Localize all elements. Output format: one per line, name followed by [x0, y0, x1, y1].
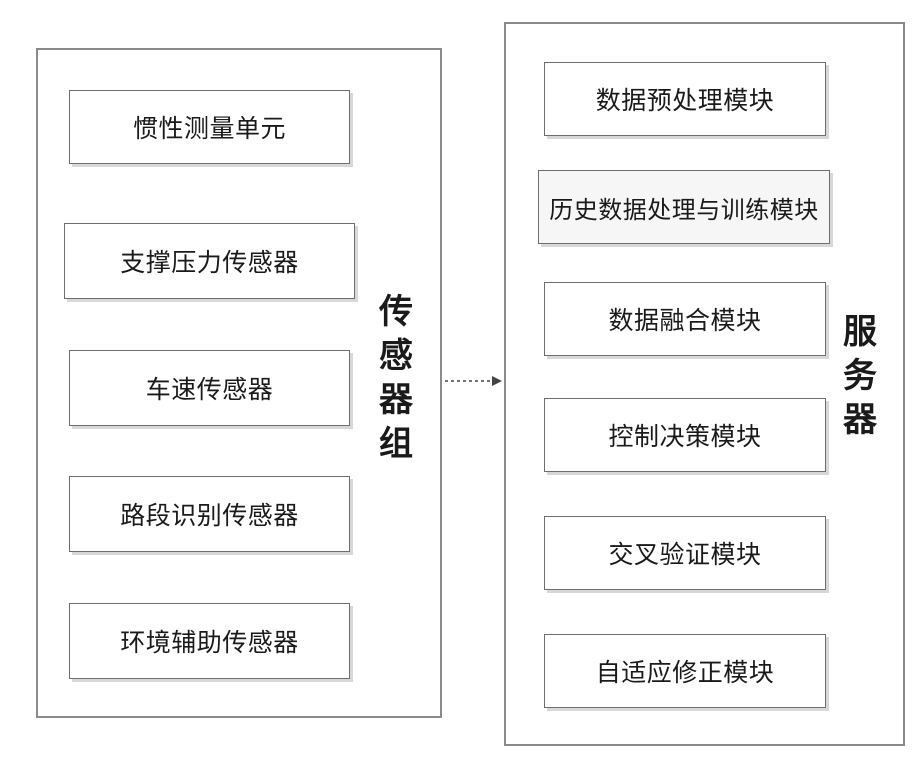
sensor-group-label-char: 传 [374, 290, 418, 334]
arrow-head-icon [492, 376, 502, 386]
sensor-group-label-char: 器 [374, 378, 418, 422]
server-control-decision-module: 控制决策模块 [544, 398, 826, 472]
sensor-environment-auxiliary: 环境辅助传感器 [69, 603, 350, 679]
server-adaptive-correction-module: 自适应修正模块 [544, 634, 826, 708]
sensor-inertial-measurement-unit: 惯性测量单元 [69, 90, 350, 164]
server-data-fusion-module: 数据融合模块 [544, 282, 826, 356]
sensor-group-label-char: 感 [374, 334, 418, 378]
sensor-vehicle-speed: 车速传感器 [69, 350, 350, 426]
sensor-road-segment-recognition: 路段识别传感器 [69, 476, 350, 552]
sensor-support-pressure: 支撑压力传感器 [64, 223, 355, 299]
server-group-label: 服 务 器 [838, 310, 882, 442]
connector-arrow [444, 373, 504, 389]
server-history-data-training-module: 历史数据处理与训练模块 [538, 170, 830, 244]
server-group-label-char: 务 [838, 354, 882, 398]
server-data-preprocessing-module: 数据预处理模块 [544, 62, 826, 136]
server-group-label-char: 器 [838, 398, 882, 442]
server-group-label-char: 服 [838, 310, 882, 354]
sensor-group-label-char: 组 [374, 422, 418, 466]
sensor-group-label: 传 感 器 组 [374, 290, 418, 466]
server-cross-validation-module: 交叉验证模块 [544, 516, 826, 590]
